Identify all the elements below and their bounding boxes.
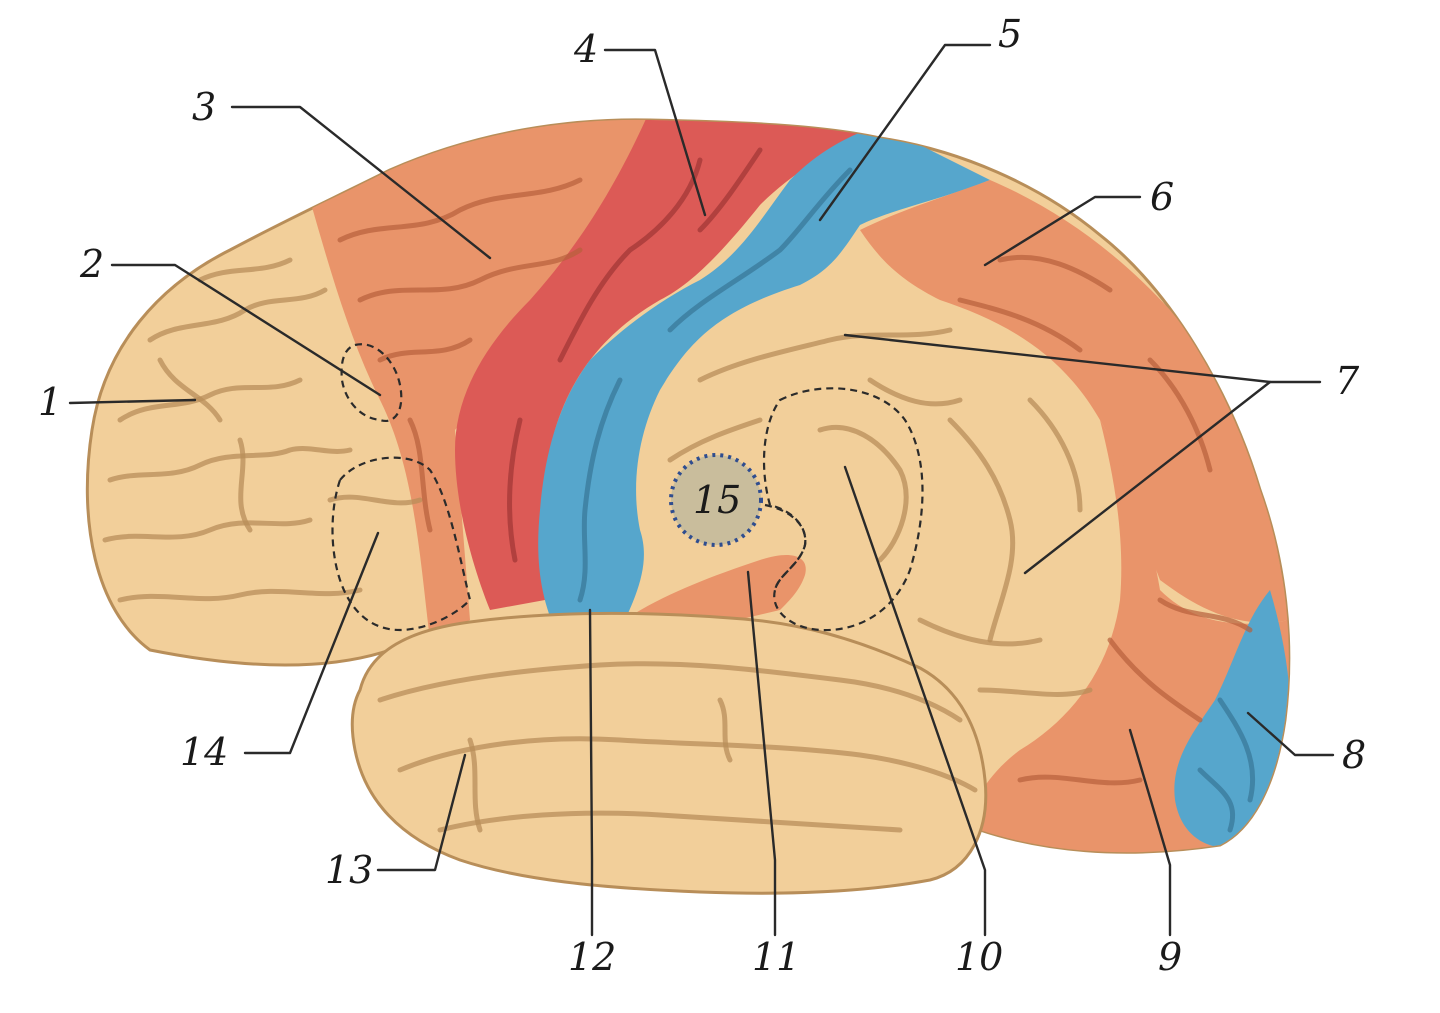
premotor-cortex-region	[310, 119, 700, 640]
leader-9	[1128, 728, 1172, 937]
leader-13	[376, 753, 467, 872]
label-1: 1	[38, 380, 62, 424]
leader-3	[230, 105, 492, 260]
frontal-gyri	[102, 257, 423, 603]
label-6: 6	[1150, 175, 1174, 219]
zone-14-outline	[331, 456, 472, 632]
sensory-gyri	[577, 167, 1256, 833]
label-4: 4	[573, 27, 598, 71]
label-8: 8	[1342, 733, 1366, 777]
label-14: 14	[180, 730, 228, 774]
leader-8	[1246, 711, 1335, 757]
zone-2-outline	[340, 343, 403, 423]
label-12: 12	[568, 935, 616, 979]
zone-11-outline	[764, 503, 807, 591]
label-11: 11	[752, 935, 800, 979]
label-9: 9	[1158, 935, 1182, 979]
leader-lines	[68, 43, 1335, 937]
motor-cortex-strip	[455, 119, 880, 610]
leader-4	[603, 48, 707, 217]
leader-6	[983, 195, 1142, 267]
leader-12	[588, 608, 594, 937]
temporal-gyri	[377, 661, 978, 833]
parietal-secondary-region	[860, 180, 1289, 623]
number-labels: 1 2 3 4 5 6 7 8 9 10 11 12 13 14 15	[38, 12, 1366, 979]
leader-14	[243, 531, 380, 755]
motor-gyri	[507, 147, 763, 563]
zone-10-outline	[762, 387, 924, 632]
label-10: 10	[955, 935, 1003, 979]
label-15: 15	[693, 478, 741, 522]
label-13: 13	[325, 848, 373, 892]
label-5: 5	[998, 12, 1022, 56]
leader-11	[746, 570, 777, 937]
leader-10	[843, 465, 987, 937]
leader-1	[68, 398, 197, 405]
leader-2	[110, 263, 382, 397]
leader-5	[818, 43, 992, 222]
parietal-gyri	[667, 327, 1093, 697]
label-7: 7	[1335, 359, 1360, 403]
label-2: 2	[79, 242, 104, 286]
marker-15-circle	[669, 453, 763, 547]
premotor-gyri	[337, 177, 1253, 786]
label-3: 3	[192, 85, 216, 129]
leader-7b	[1023, 380, 1272, 575]
